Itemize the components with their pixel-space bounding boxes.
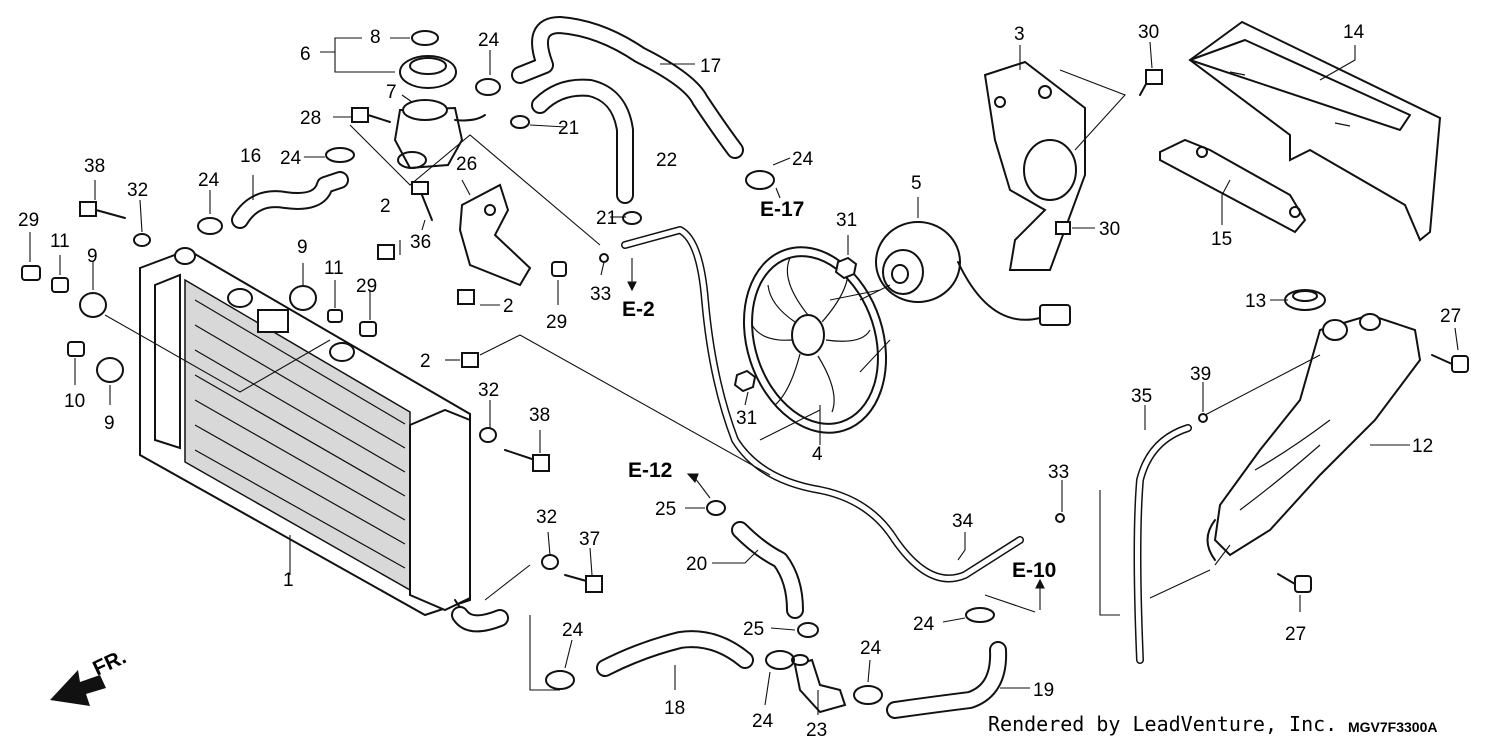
filler-neck: [393, 99, 486, 170]
heat-guard: [1188, 20, 1442, 242]
callout-7: 7: [386, 82, 397, 103]
callout-14: 14: [1343, 22, 1365, 43]
callout-1: 1: [283, 570, 294, 591]
callout-12: 12: [1412, 436, 1433, 457]
leader-lines: [29, 37, 1459, 715]
callout-5: 5: [911, 173, 922, 194]
radiator-cap: [399, 30, 457, 89]
callout-27: 27: [1285, 624, 1306, 645]
callout-9: 9: [297, 237, 308, 258]
reference-e2: E-2: [622, 298, 655, 321]
reference-arrows: [627, 187, 1045, 610]
callout-11: 11: [324, 258, 344, 279]
callout-18: 18: [664, 698, 685, 719]
callout-32: 32: [536, 507, 557, 528]
callout-24: 24: [562, 620, 584, 641]
callout-24: 24: [792, 149, 814, 170]
callout-20: 20: [686, 554, 707, 575]
callout-17: 17: [700, 56, 721, 77]
callout-28: 28: [300, 108, 321, 129]
callout-33: 33: [590, 284, 611, 305]
callout-24: 24: [478, 30, 500, 51]
callout-2: 2: [503, 296, 514, 317]
reference-e10: E-10: [1012, 559, 1056, 582]
callout-11: 11: [50, 231, 70, 252]
callout-24: 24: [198, 170, 220, 191]
guard-bracket: [1159, 138, 1307, 234]
fan-shroud: [983, 60, 1086, 271]
callout-24: 24: [860, 638, 882, 659]
callout-38: 38: [84, 156, 105, 177]
callout-9: 9: [87, 246, 98, 267]
callout-30: 30: [1138, 22, 1159, 43]
fasteners: [21, 69, 1469, 705]
mounting-bracket: [458, 183, 532, 287]
callout-9: 9: [104, 413, 115, 434]
callout-24: 24: [280, 148, 302, 169]
callout-27: 27: [1440, 306, 1461, 327]
callout-38: 38: [529, 405, 550, 426]
callout-21: 21: [596, 208, 617, 229]
callout-32: 32: [127, 180, 148, 201]
callout-2: 2: [380, 196, 391, 217]
callout-25: 25: [655, 499, 676, 520]
hoses: [231, 16, 1008, 719]
callout-32: 32: [478, 380, 499, 401]
callout-15: 15: [1211, 229, 1232, 250]
callout-4: 4: [812, 444, 823, 465]
callout-21: 21: [558, 118, 579, 139]
front-direction-arrow: FR.: [50, 645, 130, 706]
reference-labels: E-17 E-2 E-12 E-10: [622, 198, 1056, 582]
callout-31: 31: [736, 408, 757, 429]
callout-29: 29: [18, 210, 39, 231]
callout-24: 24: [913, 614, 935, 635]
callout-23: 23: [806, 720, 827, 741]
callout-3: 3: [1014, 24, 1025, 45]
diagram-code: MGV7F3300A: [1348, 719, 1437, 735]
callout-8: 8: [370, 27, 381, 48]
callout-22: 22: [656, 150, 677, 171]
callout-34: 34: [952, 511, 974, 532]
callout-37: 37: [579, 529, 600, 550]
credit-text: Rendered by LeadVenture, Inc.: [988, 712, 1337, 736]
reserve-tank: [1206, 313, 1422, 561]
reference-e12: E-12: [628, 459, 672, 482]
reserve-tank-cap: [1284, 289, 1326, 311]
callout-36: 36: [410, 232, 431, 253]
callout-35: 35: [1131, 386, 1152, 407]
callout-25: 25: [743, 619, 764, 640]
water-joint: [791, 654, 847, 714]
callout-33: 33: [1048, 462, 1069, 483]
callout-13: 13: [1245, 291, 1266, 312]
callout-29: 29: [356, 276, 377, 297]
callout-29: 29: [546, 312, 567, 333]
overflow-tube: [621, 226, 1192, 664]
front-label: FR.: [89, 645, 129, 680]
reference-e17: E-17: [760, 198, 804, 221]
callout-39: 39: [1190, 364, 1211, 385]
callout-31: 31: [836, 210, 857, 231]
cooling-fan: [742, 246, 888, 434]
callout-16: 16: [240, 146, 261, 167]
callout-19: 19: [1033, 680, 1054, 701]
callout-30: 30: [1099, 219, 1120, 240]
callout-2: 2: [420, 351, 431, 372]
callout-6: 6: [300, 44, 311, 65]
callout-26: 26: [456, 154, 477, 175]
callout-labels: 1 2 2 2 3 4 5 6 7 8 9 9 9 10 11 11 12 13…: [18, 22, 1461, 741]
fan-motor: [829, 221, 1071, 326]
callout-10: 10: [64, 391, 85, 412]
callout-24: 24: [752, 711, 774, 732]
radiator: [139, 247, 491, 621]
